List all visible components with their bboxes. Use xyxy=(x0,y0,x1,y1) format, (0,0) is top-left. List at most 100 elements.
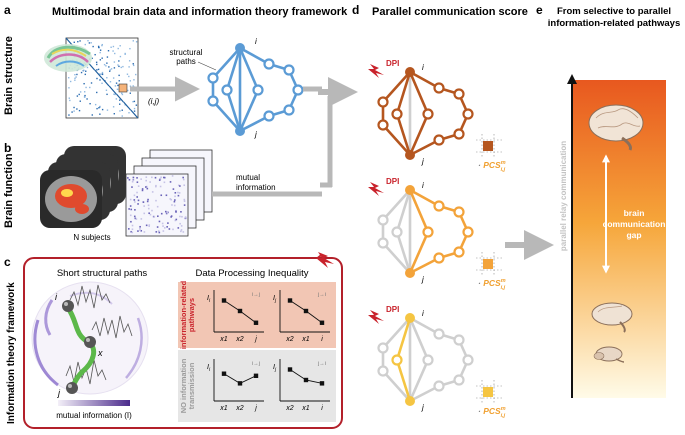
matrix-dot xyxy=(118,74,120,77)
matrix-dot xyxy=(68,97,70,99)
matrix-dot xyxy=(128,60,131,62)
matrix-dot xyxy=(119,103,121,105)
matrix-dot xyxy=(77,40,79,43)
matrix-dot xyxy=(73,41,75,43)
panel-a: a Multimodal brain data and information … xyxy=(3,3,348,139)
graph-label-j: j xyxy=(421,157,424,166)
matrix-dot xyxy=(119,110,121,112)
matrix-dot xyxy=(132,85,134,87)
matrix-dot xyxy=(106,109,109,111)
matrix-dot xyxy=(126,73,129,75)
matrix-dot xyxy=(133,79,135,81)
panel-c-letter: c xyxy=(4,255,11,269)
plot-direction-label: j→i xyxy=(317,361,326,367)
graph-node xyxy=(462,226,474,238)
matrix-dot xyxy=(112,50,114,52)
matrix-dot xyxy=(86,66,89,69)
macaque-brain-image xyxy=(591,302,633,333)
graph-node xyxy=(433,200,445,212)
matrix-dot xyxy=(78,109,81,112)
matrix-dot xyxy=(79,100,81,102)
matrix-dot xyxy=(79,40,81,42)
matrix-dot xyxy=(129,80,132,82)
pcs-matrix-cell xyxy=(476,134,504,158)
matrix-dot xyxy=(99,51,101,54)
matrix-dot xyxy=(115,98,118,100)
matrix-dot xyxy=(132,100,134,103)
matrix-dot xyxy=(114,85,117,87)
dpi-label: DPI xyxy=(386,305,399,314)
graph-node-source xyxy=(405,67,415,77)
matrix-dot xyxy=(74,74,76,76)
matrix-dot xyxy=(133,110,136,112)
graph-node xyxy=(453,88,465,100)
matrix-dot xyxy=(114,93,116,96)
graph-node xyxy=(453,246,465,258)
brain-node-j: j xyxy=(57,388,61,398)
matrix-dot xyxy=(119,99,121,101)
plot-point xyxy=(319,381,325,386)
graph-label-i: i xyxy=(422,63,424,72)
matrix-dot xyxy=(97,45,100,48)
matrix-dot xyxy=(99,49,102,51)
matrix-dot xyxy=(96,69,98,71)
plot-x-tick: x1 xyxy=(219,405,228,412)
info-pathways-label-1: information-related xyxy=(179,280,188,349)
gap-label-1: brain xyxy=(624,208,645,218)
graph-node xyxy=(453,206,465,218)
matrix-dot xyxy=(101,73,104,76)
panel-e-letter: e xyxy=(536,3,543,17)
matrix-dot xyxy=(68,114,70,116)
matrix-dot xyxy=(96,77,98,80)
structural-graph xyxy=(207,43,304,136)
graph-node xyxy=(391,108,403,120)
matrix-dot xyxy=(117,64,119,66)
matrix-dot xyxy=(121,115,123,117)
information-theory-label: Information theory framework xyxy=(6,282,17,424)
matrix-dot xyxy=(124,53,126,55)
matrix-dot xyxy=(73,106,75,109)
matrix-dot xyxy=(84,43,86,46)
matrix-dot xyxy=(83,82,85,85)
edge-label-ij: (i,j) xyxy=(148,97,159,106)
matrix-dot xyxy=(83,91,86,93)
matrix-dot xyxy=(96,63,98,66)
matrix-dot xyxy=(86,98,88,100)
graph-edge xyxy=(395,71,412,115)
matrix-dot xyxy=(69,80,72,83)
matrix-dot xyxy=(101,57,103,59)
plot-y-label: Ij xyxy=(273,364,277,373)
graph-edge xyxy=(408,317,430,361)
matrix-dot xyxy=(135,73,137,76)
matrix-dot xyxy=(105,89,108,91)
matrix-dot xyxy=(118,60,120,62)
graph-node-source xyxy=(405,313,415,323)
graph-node xyxy=(377,119,389,131)
fmri-brain-stack xyxy=(40,146,126,228)
plot-x-tick: j xyxy=(254,336,257,343)
graph-node xyxy=(433,82,445,94)
matrix-dot xyxy=(97,68,100,71)
matrix-dot xyxy=(119,55,122,58)
matrix-dot xyxy=(69,99,71,102)
matrix-diagonal xyxy=(130,109,139,119)
brain-function-label: Brain function xyxy=(3,153,15,228)
no-info-label-1: NO information xyxy=(179,358,188,413)
panel-e-title-1: From selective to parallel xyxy=(557,6,671,17)
brain-structure-label: Brain structure xyxy=(3,36,15,115)
matrix-dot xyxy=(107,50,110,52)
matrix-dot xyxy=(95,61,98,64)
plot-direction-label: i→j xyxy=(252,292,260,298)
matrix-dot xyxy=(106,62,108,64)
matrix-dot xyxy=(91,57,93,60)
lightning-icon xyxy=(368,310,384,324)
graph-edge xyxy=(408,71,430,115)
plot-point xyxy=(319,320,325,325)
matrix-dot xyxy=(113,93,115,95)
panel-d-letter: d xyxy=(352,3,359,17)
graph-node xyxy=(377,342,389,354)
panel-b: b Brain function xyxy=(3,141,322,242)
mouse-brain-image xyxy=(593,346,625,363)
